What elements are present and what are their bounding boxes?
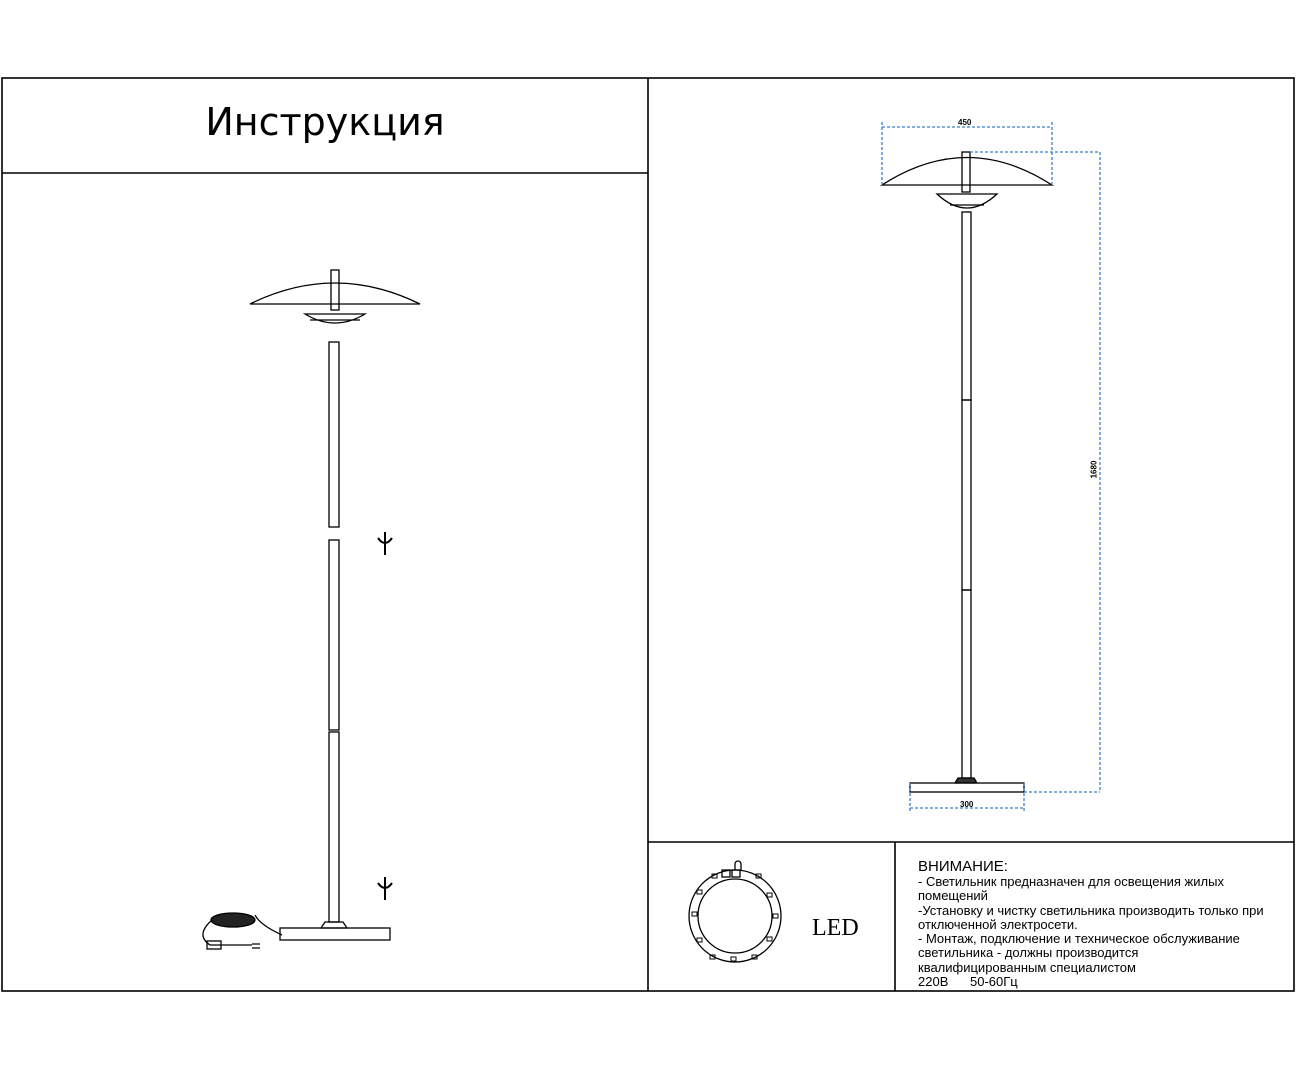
rotate-screw-icon [377,532,393,900]
warning-line: -Установку и чистку светильника производ… [918,902,1264,918]
dimension-width-base: 300 [960,800,974,809]
power-spec: 220В 50-60Гц [918,974,1288,990]
frame [1,77,1295,992]
warning-line: - Монтаж, подключение и техническое обсл… [918,931,1240,947]
dimension-height: 1680 [1089,460,1099,479]
dimension-width-top: 450 [958,118,972,127]
dimensioned-lamp-diagram [879,151,1055,793]
page-title: Инструкция [205,100,445,144]
warning-block: ВНИМАНИЕ: - Светильник предназначен для … [918,858,1288,989]
warning-line: светильника - должны производится [918,945,1139,961]
dimension-lines [881,122,1101,813]
voltage: 220В [918,974,949,990]
frequency: 50-60Гц [970,974,1018,990]
warning-line: квалифицированным специалистом [918,959,1136,975]
warning-line: отключенной электросети. [918,916,1078,932]
warning-line: - Светильник предназначен для освещения … [918,874,1224,889]
led-label: LED [812,915,859,941]
exploded-lamp-diagram [202,269,421,950]
warning-heading: ВНИМАНИЕ: [918,858,1008,875]
warning-line: помещений [918,888,988,904]
led-ring-icon [688,860,782,963]
